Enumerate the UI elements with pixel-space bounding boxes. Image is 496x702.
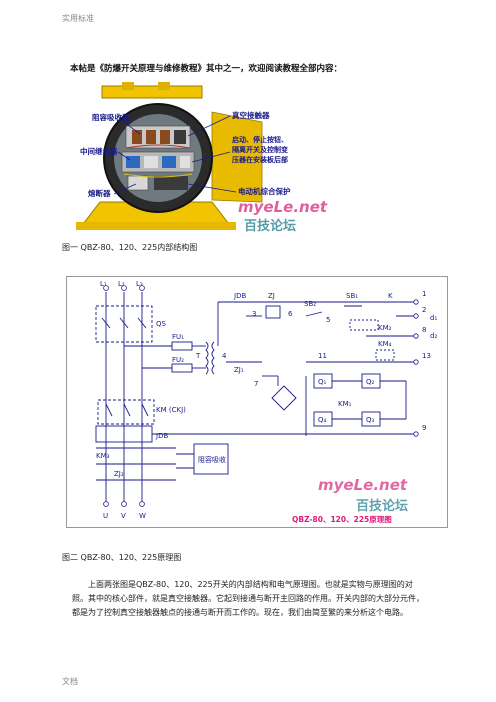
label-U: U bbox=[103, 512, 108, 520]
label-KM2: KM₂ bbox=[378, 324, 392, 332]
label-Q3: Q₃ bbox=[366, 416, 375, 424]
label-KM4: KM₄ bbox=[378, 340, 392, 348]
node-7: 7 bbox=[254, 380, 258, 388]
label-Q2: Q₂ bbox=[366, 378, 375, 386]
label-Q1: Q₁ bbox=[318, 378, 327, 386]
label-ZJ1: ZJ₁ bbox=[234, 366, 244, 374]
label-FU1: FU₁ bbox=[172, 333, 184, 341]
page-footer: 文档 bbox=[62, 677, 78, 686]
node-5: 5 bbox=[326, 316, 330, 324]
label-motor-protector: 电动机综合保护 bbox=[238, 186, 291, 196]
node-11: 11 bbox=[318, 352, 327, 360]
label-start-stop-2: 隔离开关及控制变 bbox=[232, 145, 288, 154]
watermark-site: myeLe.net bbox=[318, 476, 408, 494]
label-T: T bbox=[195, 352, 201, 360]
label-L3: L₃ bbox=[136, 280, 143, 288]
label-L1: L₁ bbox=[100, 280, 107, 288]
node-3: 3 bbox=[252, 310, 256, 318]
label-ZJ2: ZJ₂ bbox=[114, 470, 124, 478]
label-FU2: FU₂ bbox=[172, 356, 184, 364]
label-Q4: Q₄ bbox=[318, 416, 327, 424]
body-paragraph-text: 上面两张图是QBZ-80、120、225开关的内部结构和电气原理图。也就是实物与… bbox=[72, 580, 424, 617]
label-resistor-absorber: 阻容吸收器 bbox=[92, 112, 130, 122]
node-6: 6 bbox=[288, 310, 293, 318]
label-fuse: 熔断器 bbox=[88, 188, 111, 198]
node-8: 8 bbox=[422, 326, 426, 334]
label-KM3: KM₃ bbox=[96, 452, 110, 460]
label-intermediate-relay: 中间继电器 bbox=[80, 146, 118, 156]
watermark-forum: 百技论坛 bbox=[356, 498, 408, 514]
label-L2: L₂ bbox=[118, 280, 125, 288]
label-absorber: 阻容吸收 bbox=[198, 455, 226, 464]
node-4: 4 bbox=[222, 352, 227, 360]
node-d1: d₁ bbox=[430, 314, 437, 322]
figure1-caption: 图一 QBZ-80、120、225内部结构图 bbox=[62, 243, 198, 252]
label-start-stop-1: 启动、停止按钮、 bbox=[232, 135, 288, 144]
label-vacuum-contactor: 真空接触器 bbox=[232, 110, 270, 120]
node-9: 9 bbox=[422, 424, 426, 432]
intro-text: 本帖是《防爆开关原理与维修教程》其中之一，欢迎阅读教程全部内容： bbox=[70, 64, 343, 74]
diagram-stamp: QBZ-80、120、225原理图 bbox=[292, 515, 392, 524]
node-1: 1 bbox=[422, 290, 426, 298]
structure-photo: 阻容吸收器 真空接触器 中间继电器 启动、停止按钮、 隔离开关及控制变 压器在安… bbox=[76, 82, 328, 234]
label-V: V bbox=[121, 512, 126, 520]
label-KM1: KM₁ bbox=[338, 400, 352, 408]
schematic-diagram: L₁ L₂ L₃ QS FU₁ FU₂ T KM (CKJ) JDB KM₃ Z… bbox=[66, 276, 448, 528]
label-KM: KM (CKJ) bbox=[156, 406, 186, 414]
node-2: 2 bbox=[422, 306, 426, 314]
label-SB1: SB₁ bbox=[346, 292, 358, 300]
label-JDB-main: JDB bbox=[155, 432, 168, 440]
body-paragraph: 上面两张图是QBZ-80、120、225开关的内部结构和电气原理图。也就是实物与… bbox=[72, 578, 428, 620]
label-JDB-top: JDB bbox=[233, 292, 246, 300]
node-d2: d₂ bbox=[430, 332, 437, 340]
watermark-site: myeLe.net bbox=[238, 198, 328, 216]
label-SB2: SB₂ bbox=[304, 300, 316, 308]
label-W: W bbox=[139, 512, 146, 520]
node-13: 13 bbox=[422, 352, 431, 360]
label-ZJ: ZJ bbox=[268, 292, 275, 300]
label-start-stop-3: 压器在安装板后部 bbox=[232, 155, 288, 164]
label-K: K bbox=[388, 292, 393, 300]
page-header: 实用标准 bbox=[62, 14, 94, 23]
figure2-caption: 图二 QBZ-80、120、225原理图 bbox=[62, 553, 182, 562]
watermark-forum: 百技论坛 bbox=[244, 218, 296, 234]
label-QS: QS bbox=[156, 320, 167, 328]
